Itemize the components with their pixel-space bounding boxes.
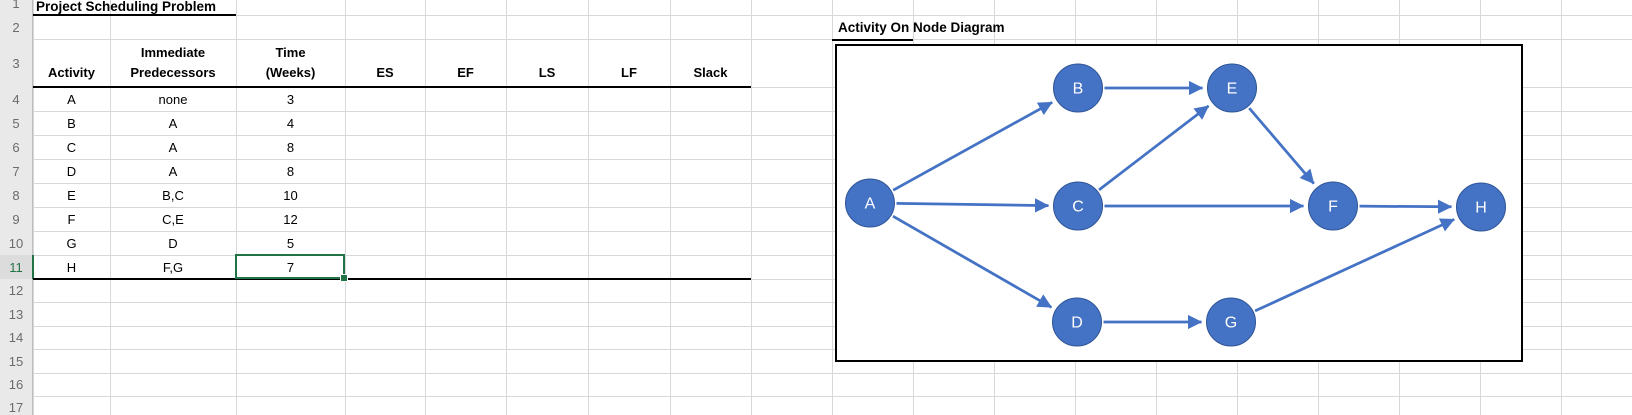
cell-C6[interactable]: 8 — [286, 139, 295, 155]
row-header-4[interactable]: 4 — [0, 87, 33, 112]
gridline-h — [33, 135, 1632, 136]
gridline-h — [33, 111, 1632, 112]
svg-text:C: C — [1072, 199, 1084, 216]
svg-text:H: H — [1475, 200, 1487, 217]
cell-B8[interactable]: B,C — [162, 187, 184, 203]
node-H[interactable]: H — [1456, 182, 1506, 232]
node-A[interactable]: A — [845, 178, 895, 228]
gridline-h — [33, 159, 1632, 160]
row-header-10[interactable]: 10 — [0, 231, 33, 256]
row-header-14[interactable]: 14 — [0, 326, 33, 350]
gridline-h — [33, 279, 1632, 280]
cell-A7[interactable]: D — [66, 163, 77, 179]
node-G[interactable]: G — [1206, 297, 1256, 347]
row-header-7[interactable]: 7 — [0, 159, 33, 184]
fill-handle[interactable] — [340, 274, 348, 282]
row-header-9[interactable]: 9 — [0, 207, 33, 232]
cell-C11[interactable]: 7 — [286, 259, 295, 275]
cell-A8[interactable]: E — [67, 187, 76, 203]
cell-B10[interactable]: D — [168, 235, 178, 251]
row-header-17[interactable]: 17 — [0, 396, 33, 415]
cell-B11[interactable]: F,G — [162, 259, 184, 275]
column-header-weeks[interactable]: Time(Weeks) — [265, 45, 316, 80]
row-header-3[interactable]: 3 — [0, 39, 33, 88]
row-header-15[interactable]: 15 — [0, 349, 33, 374]
cell-C9[interactable]: 12 — [283, 211, 298, 227]
table-header-border — [33, 86, 751, 88]
cell-B4[interactable]: none — [158, 91, 188, 107]
svg-text:E: E — [1227, 81, 1238, 98]
sheet-title-underline — [33, 14, 236, 16]
svg-text:F: F — [1328, 199, 1338, 216]
edge-F-H[interactable] — [1359, 199, 1453, 214]
edge-C-E[interactable] — [1098, 104, 1210, 191]
gridline-h — [33, 349, 1632, 350]
row-header-16[interactable]: 16 — [0, 373, 33, 397]
row-header-1[interactable]: 1 — [0, 0, 33, 16]
row-header-11[interactable]: 11 — [0, 255, 34, 280]
row-header-13[interactable]: 13 — [0, 302, 33, 327]
gridline-h — [33, 255, 1632, 256]
edge-A-B[interactable] — [892, 101, 1053, 192]
row-header-6[interactable]: 6 — [0, 135, 33, 160]
cell-A6[interactable]: C — [66, 139, 77, 155]
node-B[interactable]: B — [1053, 63, 1103, 113]
cell-C7[interactable]: 8 — [286, 163, 295, 179]
column-header-activity[interactable]: Activity — [48, 65, 95, 80]
cell-B7[interactable]: A — [168, 163, 178, 179]
edge-G-H[interactable] — [1254, 218, 1455, 313]
node-F[interactable]: F — [1308, 181, 1358, 231]
gridline-h — [33, 373, 1632, 374]
diagram-title-cell[interactable]: Activity On Node Diagram — [838, 20, 1005, 35]
column-header-slack[interactable]: Slack — [693, 65, 728, 80]
gridline-h — [33, 15, 1632, 16]
edge-A-D[interactable] — [892, 215, 1053, 309]
edge-A-C[interactable] — [896, 198, 1050, 213]
column-header-lf[interactable]: LF — [621, 65, 637, 80]
sheet-title-cell[interactable]: Project Scheduling Problem — [36, 0, 217, 14]
table-bottom-border — [33, 278, 751, 280]
row-header-2[interactable]: 2 — [0, 15, 33, 40]
node-D[interactable]: D — [1052, 297, 1102, 347]
cell-B6[interactable]: A — [168, 139, 178, 155]
svg-text:B: B — [1073, 81, 1084, 98]
gridline-h — [33, 207, 1632, 208]
selected-cell-border[interactable] — [235, 254, 348, 282]
diagram-title-underline — [832, 39, 913, 41]
column-header-es[interactable]: ES — [376, 65, 394, 80]
gridline-h — [33, 183, 1632, 184]
row-header-12[interactable]: 12 — [0, 279, 33, 303]
cell-A9[interactable]: F — [67, 211, 76, 227]
cell-A11[interactable]: H — [66, 259, 77, 275]
svg-text:A: A — [865, 196, 876, 213]
column-header-ef[interactable]: EF — [457, 65, 474, 80]
gridline-h — [33, 326, 1632, 327]
gridline-h — [33, 231, 1632, 232]
column-header-ls[interactable]: LS — [538, 65, 556, 80]
svg-text:G: G — [1225, 315, 1237, 332]
aon-diagram: A B C D E F G H — [845, 63, 1506, 347]
cell-A10[interactable]: G — [66, 235, 77, 251]
row-header-8[interactable]: 8 — [0, 183, 33, 208]
cell-A5[interactable]: B — [67, 115, 76, 131]
cell-C4[interactable]: 3 — [286, 91, 295, 107]
cell-A4[interactable]: A — [67, 91, 76, 107]
gridline-h — [33, 396, 1632, 397]
cell-B5[interactable]: A — [168, 115, 178, 131]
node-C[interactable]: C — [1053, 181, 1103, 231]
cell-B9[interactable]: C,E — [162, 211, 184, 227]
svg-text:D: D — [1071, 315, 1083, 332]
node-E[interactable]: E — [1207, 63, 1257, 113]
row-header-5[interactable]: 5 — [0, 111, 33, 136]
gridline-h — [33, 87, 1632, 88]
cell-C5[interactable]: 4 — [286, 115, 295, 131]
gridline-h — [33, 302, 1632, 303]
cell-C10[interactable]: 5 — [286, 235, 295, 251]
cell-C8[interactable]: 10 — [283, 187, 298, 203]
edge-E-F[interactable] — [1248, 107, 1315, 185]
